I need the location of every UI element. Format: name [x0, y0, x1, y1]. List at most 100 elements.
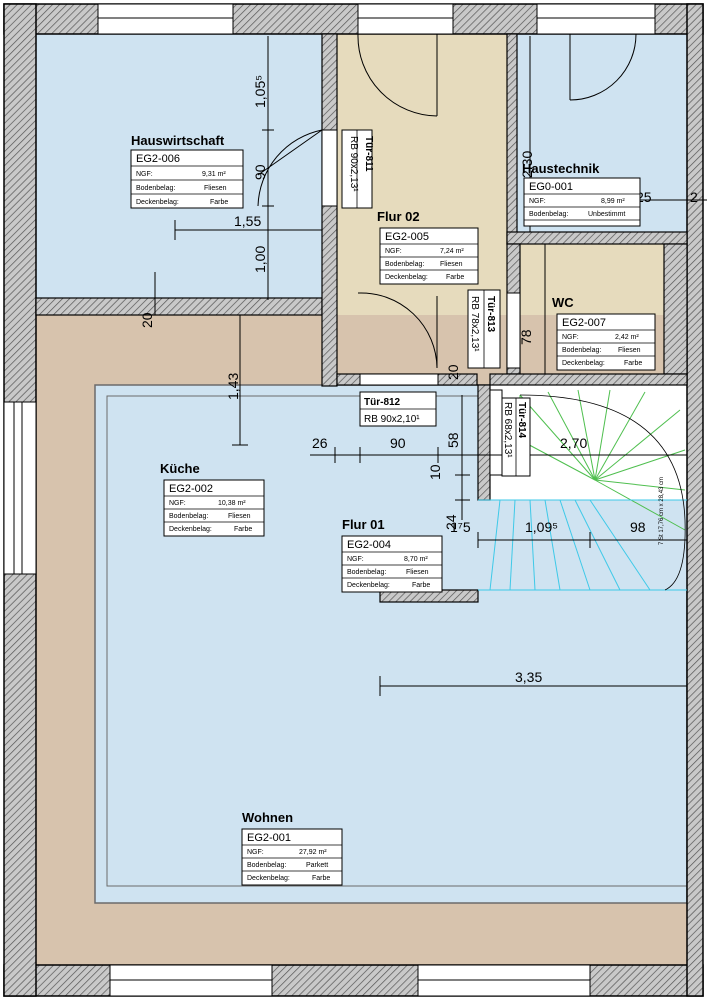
boden-value: Fliesen — [618, 347, 641, 354]
ngf-label: NGF: — [529, 198, 546, 205]
boden-value: Parkett — [306, 862, 328, 869]
boden-label: Bodenbelag: — [169, 513, 208, 520]
door-label-811: Tür-811 RB 90x2,13¹ — [341, 129, 374, 209]
decke-label: Deckenbelag: — [247, 875, 290, 882]
dim-230: 2,30 — [519, 151, 535, 178]
room-name: Flur 01 — [342, 517, 385, 532]
door-label-813: Tür-813 RB 78x2,13¹ — [467, 289, 501, 369]
boden-label: Bodenbelag: — [136, 185, 175, 192]
dim-1095: 1,09⁵ — [525, 519, 558, 535]
dim-26: 26 — [312, 435, 328, 451]
ngf-label: NGF: — [347, 556, 364, 563]
ngf-label: NGF: — [562, 334, 579, 341]
decke-value: Farbe — [412, 582, 430, 589]
dim-175: 1⁷5 — [450, 519, 471, 535]
dim-270: 2,70 — [560, 435, 587, 451]
room-code: EG2-005 — [385, 231, 429, 243]
dim-155: 1,55 — [234, 213, 261, 229]
room-tag-wohnen: Wohnen EG2-001 NGF: 27,92 m² Bodenbelag:… — [241, 810, 343, 886]
room-name: Wohnen — [242, 810, 293, 825]
decke-label: Deckenbelag: — [385, 274, 428, 281]
door-swing-813 — [357, 292, 438, 369]
dim-143: 1,43 — [225, 373, 241, 400]
ngf-value: 2,42 m² — [615, 334, 639, 341]
room-code: EG2-002 — [169, 483, 213, 495]
door-label-812: Tür-812 RB 90x2,10¹ — [359, 391, 437, 427]
ngf-value: 8,99 m² — [601, 198, 625, 205]
decke-value: Farbe — [624, 360, 642, 367]
ngf-value: 27,92 m² — [299, 849, 327, 856]
wall-wc-bottom — [489, 373, 688, 386]
dim-24: 24 — [443, 514, 459, 530]
room-name: Hauswirtschaft — [131, 133, 225, 148]
room-code: EG2-006 — [136, 153, 180, 165]
window-top-1 — [97, 3, 234, 35]
ngf-value: 8,70 m² — [404, 556, 428, 563]
room-code: EG0-001 — [529, 181, 573, 193]
dim-10: 10 — [427, 464, 443, 480]
decke-label: Deckenbelag: — [347, 582, 390, 589]
decke-label: Deckenbelag: — [136, 199, 179, 206]
dim-90a: 90 — [252, 164, 268, 180]
boden-label: Bodenbelag: — [562, 347, 601, 354]
door-swing-811 — [257, 129, 323, 207]
boden-label: Bodenbelag: — [529, 211, 568, 218]
room-tag-flur02: Flur 02 EG2-005 NGF: 7,24 m² Bodenbelag:… — [377, 209, 479, 285]
room-name: Küche — [160, 461, 200, 476]
room-tag-wc: WC EG2-007 NGF: 2,42 m² Bodenbelag: Flie… — [552, 295, 656, 371]
room-name: Flur 02 — [377, 209, 420, 224]
room-tag-hauswirtschaft: Hauswirtschaft EG2-006 NGF: 9,31 m² Bode… — [130, 133, 244, 209]
room-code: EG2-001 — [247, 832, 291, 844]
decke-label: Deckenbelag: — [562, 360, 605, 367]
room-code: EG2-004 — [347, 539, 391, 551]
boden-label: Bodenbelag: — [385, 261, 424, 268]
decke-value: Farbe — [210, 199, 228, 206]
boden-label: Bodenbelag: — [247, 862, 286, 869]
door-opening-814 — [489, 389, 503, 476]
room-tag-haustechnik: Haustechnik EG0-001 NGF: 8,99 m² Bodenbe… — [522, 161, 641, 227]
door-opening-812 — [359, 373, 439, 386]
door-opening-811 — [321, 129, 338, 207]
dim-1055: 1,05⁵ — [252, 75, 268, 108]
boden-value: Fliesen — [228, 513, 251, 520]
dim-20a: 20 — [139, 312, 155, 328]
door-814-id: Tür-814 — [516, 402, 527, 439]
wall-hw-right — [321, 33, 338, 387]
dim-335: 3,35 — [515, 669, 542, 685]
door-811-id: Tür-811 — [363, 136, 374, 172]
ngf-label: NGF: — [169, 500, 186, 507]
ngf-label: NGF: — [385, 248, 402, 255]
wall-wc-right — [663, 243, 688, 375]
door-opening-813 — [506, 292, 521, 369]
decke-value: Farbe — [234, 526, 252, 533]
ngf-label: NGF: — [247, 849, 264, 856]
decke-label: Deckenbelag: — [169, 526, 212, 533]
boden-label: Bodenbelag: — [347, 569, 386, 576]
wall-right — [686, 3, 704, 997]
dim-2: 2 — [690, 189, 698, 205]
wall-stair-left — [477, 384, 491, 501]
room-name: Haustechnik — [522, 161, 600, 176]
door-813-spec: RB 78x2,13¹ — [469, 296, 480, 352]
decke-value: Farbe — [312, 875, 330, 882]
wall-bottom — [3, 964, 704, 997]
room-tag-kueche: Küche EG2-002 NGF: 10,38 m² Bodenbelag: … — [160, 461, 265, 537]
window-left — [3, 401, 37, 575]
room-tag-flur01: Flur 01 EG2-004 NGF: 8,70 m² Bodenbelag:… — [341, 517, 443, 593]
door-812-id: Tür-812 — [364, 397, 401, 408]
ngf-label: NGF: — [136, 171, 153, 178]
room-code: EG2-007 — [562, 317, 606, 329]
boden-value: Unbestimmt — [588, 211, 625, 218]
door-814-spec: RB 68x2,13¹ — [502, 402, 513, 458]
door-813-id: Tür-813 — [485, 296, 496, 333]
dim-20b: 20 — [445, 364, 461, 380]
window-top-2 — [357, 3, 454, 35]
dim-58: 58 — [445, 432, 461, 448]
door-label-814: Tür-814 RB 68x2,13¹ — [501, 397, 531, 477]
boden-value: Fliesen — [406, 569, 429, 576]
door-812-spec: RB 90x2,10¹ — [364, 414, 420, 425]
dim-90b: 90 — [390, 435, 406, 451]
dimension-lines — [148, 36, 707, 696]
ngf-value: 9,31 m² — [202, 171, 226, 178]
wall-ht-bottom — [506, 231, 688, 245]
